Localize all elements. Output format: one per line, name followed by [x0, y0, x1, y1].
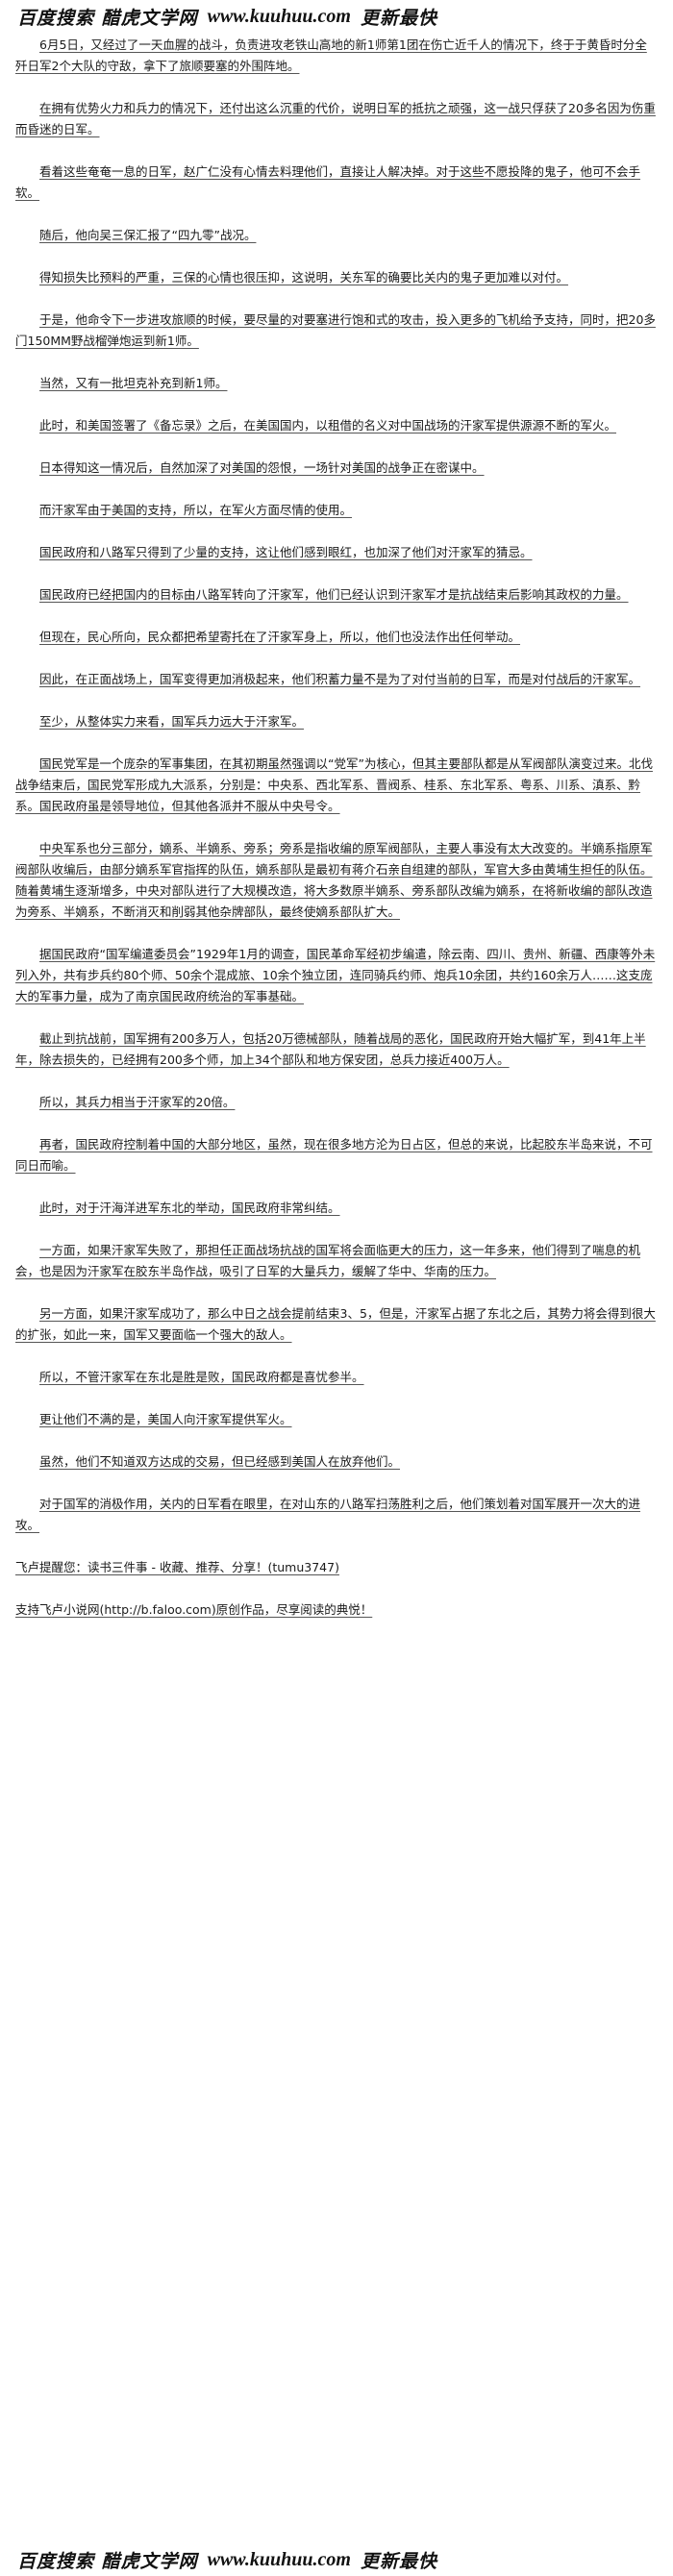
paragraph: 而汗家军由于美国的支持，所以，在军火方面尽情的使用。 [39, 503, 353, 517]
paragraph: 所以，其兵力相当于汗家军的20倍。 [39, 1095, 236, 1109]
paragraph: 但现在，民心所向，民众都把希望寄托在了汗家军身上，所以，他们也没法作出任何举动。 [39, 630, 521, 644]
paragraph: 日本得知这一情况后，自然加深了对美国的怨恨，一场针对美国的战争正在密谋中。 [39, 460, 485, 475]
paragraph: 再者，国民政府控制着中国的大部分地区，虽然，现在很多地方沦为日占区，但总的来说，… [15, 1137, 653, 1173]
paragraph: 至少，从整体实力来看，国军兵力远大于汗家军。 [39, 714, 305, 729]
paragraph: 国民政府已经把国内的目标由八路军转向了汗家军，他们已经认识到汗家军才是抗战结束后… [39, 587, 629, 602]
paragraph: 因此，在正面战场上，国军变得更加消极起来，他们积蓄力量不是为了对付当前的日军，而… [39, 672, 641, 686]
watermark-banner-top: 百度搜索 醋虎文学网 www.kuuhuu.com 更新最快 [0, 0, 673, 33]
paragraph: 对于国军的消极作用，关内的日军看在眼里，在对山东的八路军扫荡胜利之后，他们策划着… [15, 1497, 641, 1532]
footer-support: 支持飞卢小说网(http://b.faloo.com)原创作品，尽享阅读的典悦！ [15, 1602, 373, 1617]
chapter-body: 6月5日，又经过了一天血腥的战斗，负责进攻老铁山高地的新1师第1团在伤亡近千人的… [15, 33, 656, 1642]
paragraph: 6月5日，又经过了一天血腥的战斗，负责进攻老铁山高地的新1师第1团在伤亡近千人的… [15, 37, 647, 73]
watermark-banner-bottom: 百度搜索 醋虎文学网 www.kuuhuu.com 更新最快 [0, 2543, 673, 2576]
paragraph: 一方面，如果汗家军失败了，那担任正面战场抗战的国军将会面临更大的压力，这一年多来… [15, 1243, 641, 1278]
paragraph: 国民政府和八路军只得到了少量的支持，这让他们感到眼红，也加深了他们对汗家军的猜忌… [39, 545, 533, 559]
paragraph: 国民党军是一个庞杂的军事集团，在其初期虽然强调以“党军”为核心，但其主要部队都是… [15, 756, 653, 813]
footer-tip: 飞卢提醒您：读书三件事 - 收藏、推荐、分享！(tumu3747) [15, 1560, 339, 1574]
paragraph: 看着这些奄奄一息的日军，赵广仁没有心情去料理他们，直接让人解决掉。对于这些不愿投… [15, 164, 641, 200]
paragraph: 虽然，他们不知道双方达成的交易，但已经感到美国人在放弃他们。 [39, 1454, 401, 1469]
paragraph: 此时，和美国签署了《备忘录》之后，在美国国内，以租借的名义对中国战场的汗家军提供… [39, 418, 617, 433]
paragraph: 在拥有优势火力和兵力的情况下，还付出这么沉重的代价，说明日军的抵抗之顽强，这一战… [15, 101, 656, 136]
paragraph: 截止到抗战前，国军拥有200多万人，包括20万德械部队，随着战局的恶化，国民政府… [15, 1031, 646, 1067]
paragraph: 更让他们不满的是，美国人向汗家军提供军火。 [39, 1412, 292, 1426]
watermark-site-name: 百度搜索 醋虎文学网 [17, 2550, 198, 2572]
watermark-domain: www.kuuhuu.com [207, 2548, 351, 2570]
paragraph: 当然，又有一批坦克补充到新1师。 [39, 376, 228, 390]
paragraph: 得知损失比预料的严重，三保的心情也很压抑，这说明，关东军的确要比关内的鬼子更加难… [39, 270, 569, 285]
paragraph: 随后，他向吴三保汇报了“四九零”战况。 [39, 228, 257, 242]
paragraph: 据国民政府“国军编遣委员会”1929年1月的调查，国民革命军经初步编遣，除云南、… [15, 947, 656, 1003]
paragraph: 于是，他命令下一步进攻旅顺的时候，要尽量的对要塞进行饱和式的攻击，投入更多的飞机… [15, 312, 656, 348]
paragraph: 此时，对于汗海洋进军东北的举动，国民政府非常纠结。 [39, 1201, 340, 1215]
watermark-domain: www.kuuhuu.com [207, 5, 351, 27]
watermark-tagline: 更新最快 [360, 7, 437, 29]
watermark-site-name: 百度搜索 醋虎文学网 [17, 7, 198, 29]
paragraph: 中央军系也分三部分，嫡系、半嫡系、旁系；旁系是指收编的原军阀部队，主要人事没有太… [15, 841, 653, 919]
watermark-tagline: 更新最快 [360, 2550, 437, 2572]
paragraph: 另一方面，如果汗家军成功了，那么中日之战会提前结束3、5，但是，汗家军占据了东北… [15, 1306, 656, 1342]
paragraph: 所以，不管汗家军在东北是胜是败，国民政府都是喜忧参半。 [39, 1370, 364, 1384]
